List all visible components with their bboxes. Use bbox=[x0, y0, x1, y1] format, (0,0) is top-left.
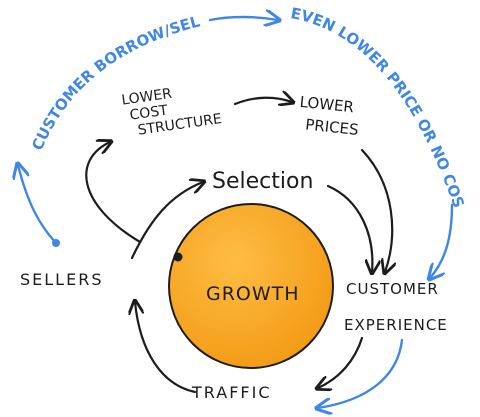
arrow-traffic-to-sellers bbox=[135, 302, 197, 394]
blue-arrow-top bbox=[208, 17, 278, 20]
blue-loop bbox=[18, 17, 454, 408]
arrow-prices-to-experience bbox=[360, 148, 392, 272]
blue-arrow-right bbox=[430, 203, 454, 278]
growth-circle bbox=[168, 203, 334, 369]
growth-label: GROWTH bbox=[206, 283, 300, 305]
customer-experience-label: CUSTOMER EXPERIENCE bbox=[344, 280, 448, 334]
arrow-sellers-to-selection bbox=[130, 182, 203, 260]
lower-cost-structure-label: LOWER COST STRUCTURE bbox=[121, 79, 223, 140]
sellers-label: SELLERS bbox=[20, 270, 103, 289]
blue-arrow-left bbox=[18, 165, 57, 244]
arrow-experience-to-traffic bbox=[318, 336, 364, 388]
growth-connector-dot bbox=[173, 252, 183, 262]
black-arrows bbox=[85, 98, 392, 394]
traffic-label: TRAFFIC bbox=[191, 383, 271, 402]
blue-dot bbox=[52, 239, 60, 247]
arrow-selection-to-experience bbox=[326, 184, 372, 272]
arrow-sellers-to-lower-cost bbox=[85, 142, 142, 244]
selection-label: Selection bbox=[212, 169, 313, 194]
lower-prices-label: LOWER PRICES bbox=[297, 93, 362, 139]
blue-arrow-bottom bbox=[318, 338, 404, 408]
arrow-cost-to-prices bbox=[233, 98, 292, 104]
